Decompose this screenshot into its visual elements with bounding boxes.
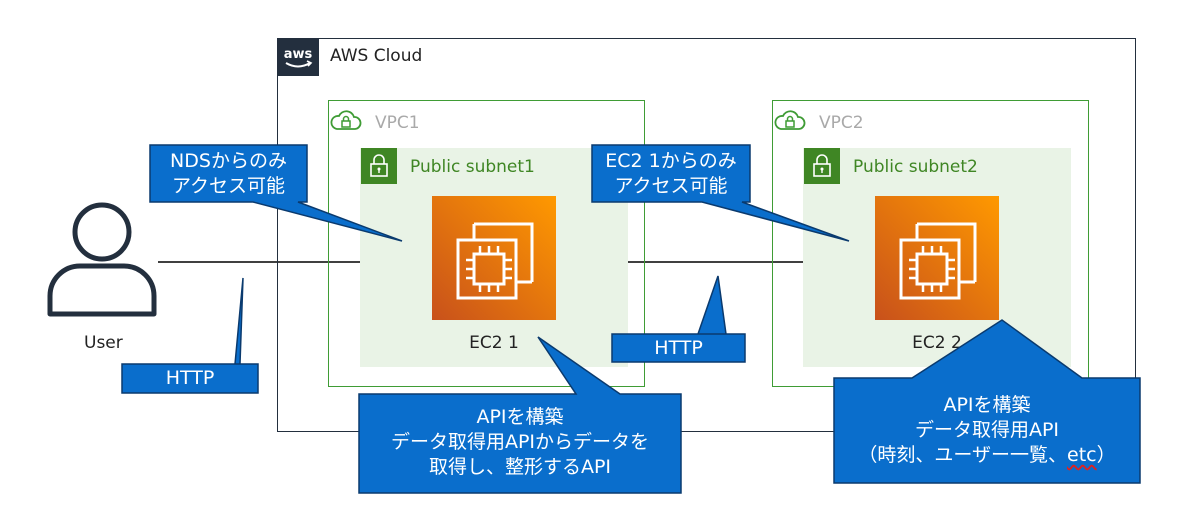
callout-api2: APIを構築 データ取得用API （時刻、ユーザー一覧、etc） [834,393,1140,468]
callout-nds-line2: アクセス可能 [171,175,286,197]
callout-http-mid: HTTP [612,336,745,361]
vpc1-label: VPC1 [375,113,420,133]
padlock-icon [361,148,397,184]
ec2-chip-icon [432,196,556,320]
callout-nds: NDSからのみ アクセス可能 [150,149,307,199]
public-subnet2-label: Public subnet2 [853,157,978,177]
aws-logo-icon: aws [277,38,319,76]
vpc2-label: VPC2 [819,113,864,133]
callout-api1-line1: APIを構築 [476,406,564,428]
callout-api2-line3-suffix: ） [1096,444,1116,466]
user-icon [44,196,160,318]
callout-http-mid-text: HTTP [654,337,703,359]
user-label: User [84,333,123,353]
ec2-2-label: EC2 2 [912,333,962,353]
cloud-lock-icon [772,104,808,140]
cloud-lock-icon [328,104,364,140]
callout-api2-line3-etc: etc [1067,444,1097,466]
public-subnet1-label: Public subnet1 [410,157,535,177]
callout-nds-line1: NDSからのみ [170,150,287,172]
callout-http-user-text: HTTP [165,367,215,389]
callout-api2-line1: APIを構築 [943,394,1031,416]
callout-api1-line2: データ取得用APIからデータを [390,431,650,453]
aws-cloud-label: AWS Cloud [330,46,423,66]
svg-text:aws: aws [284,47,313,62]
callout-api2-line3-prefix: （時刻、ユーザー一覧、 [858,444,1067,466]
callout-api1-line3: 取得し、整形するAPI [428,456,612,478]
ec2-1-label: EC2 1 [469,333,519,353]
callout-http-user: HTTP [122,366,258,391]
callout-ec2-1-only: EC2 1からのみ アクセス可能 [592,149,750,199]
callout-api1: APIを構築 データ取得用APIからデータを 取得し、整形するAPI [359,405,681,480]
callout-api2-line2: データ取得用API [914,419,1060,441]
padlock-icon [804,148,840,184]
callout-ec2-1-only-line2: アクセス可能 [614,175,728,197]
ec2-chip-icon [875,196,999,320]
callout-api2-line3: （時刻、ユーザー一覧、etc） [834,443,1140,468]
callout-ec2-1-only-line1: EC2 1からのみ [605,150,737,172]
